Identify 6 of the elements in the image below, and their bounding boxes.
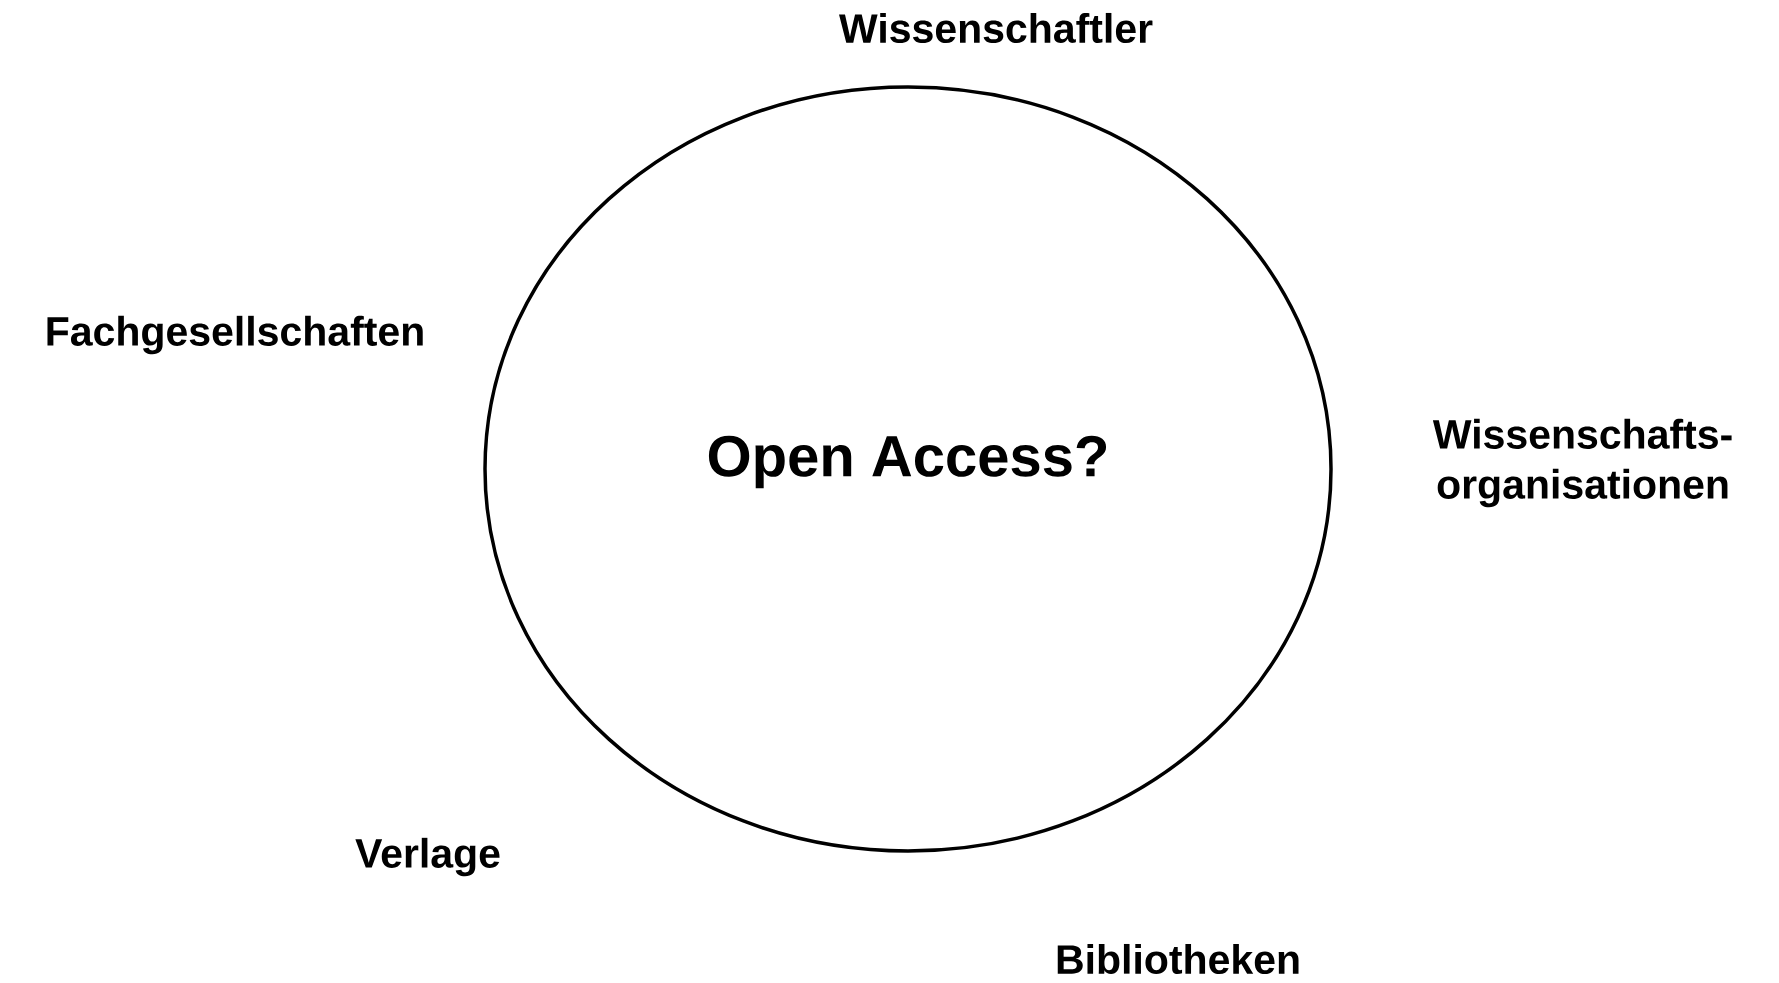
stakeholder-label: Wissenschaftler: [839, 12, 1153, 44]
stakeholder-label: Bibliotheken: [1057, 943, 1299, 975]
stakeholder-label: Wissenschafts-organisationen: [1432, 418, 1732, 508]
ellipse-label: Open Access?: [708, 435, 1107, 489]
stakeholder-label: Fachgesellschaften: [47, 315, 423, 355]
stakeholder-label: Verlage: [355, 837, 500, 877]
